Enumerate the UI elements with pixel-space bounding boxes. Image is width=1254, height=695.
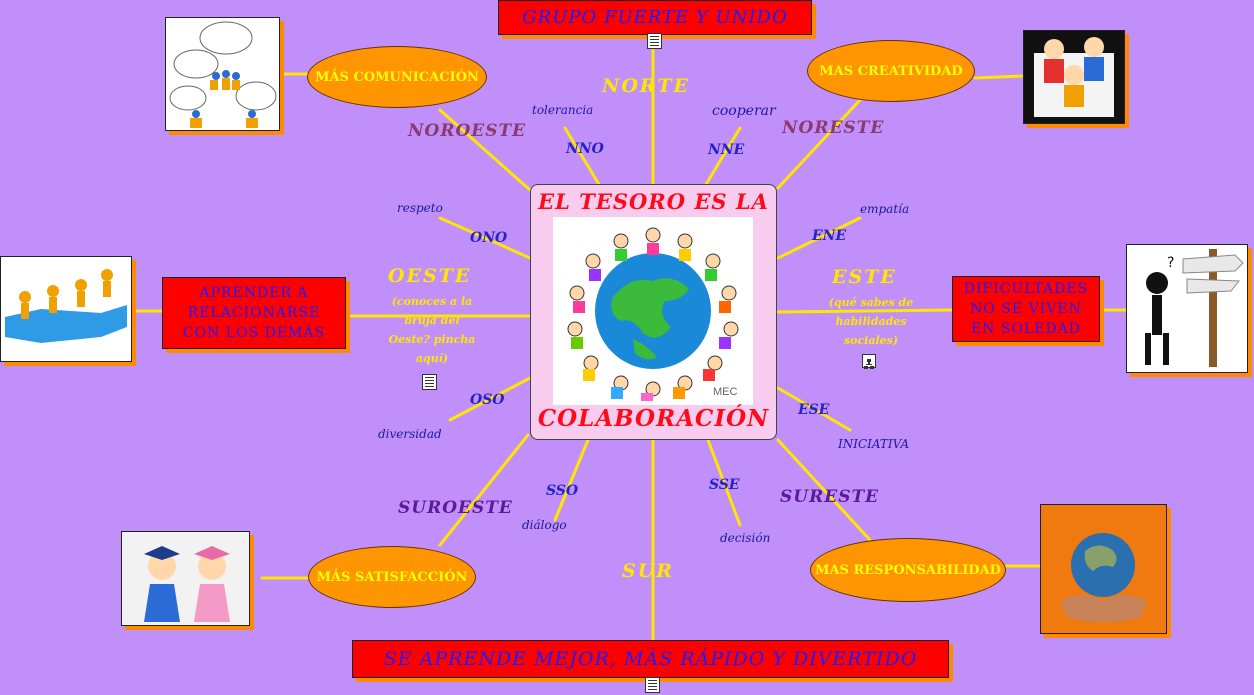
label-sur: SUR [622, 560, 675, 582]
children-around-globe-image: MEC [553, 217, 753, 405]
value-dialogo: diálogo [522, 518, 567, 532]
left-concept-box[interactable]: APRENDER A RELACIONARSE CON LOS DEMÁS [162, 277, 346, 349]
earth-hands-image [1040, 504, 1167, 634]
value-iniciativa: INICIATIVA [838, 437, 910, 451]
label-este[interactable]: ESTE [832, 266, 897, 288]
center-title-top: EL TESORO ES LA [538, 189, 769, 214]
label-norte: NORTE [602, 75, 690, 97]
label-ese: ESE [798, 402, 830, 418]
label-nno: NNO [566, 141, 604, 157]
value-respeto: respeto [397, 201, 443, 215]
value-empatia: empatía [860, 202, 910, 216]
label-sureste: SURESTE [780, 487, 880, 507]
right-concept-box[interactable]: DIFICULTADES NO SE VIVEN EN SOLEDAD [952, 276, 1100, 342]
label-sse: SSE [709, 477, 740, 493]
oval-mas-creatividad[interactable]: MAS CREATIVIDAD [807, 40, 975, 102]
oval-label: MAS CREATIVIDAD [819, 63, 963, 79]
bottom-banner-text: SE APRENDE MEJOR, MÁS RÁPIDO Y DIVERTIDO [383, 648, 918, 670]
oval-mas-satisfaccion[interactable]: MÁS SATISFACCIÓN [308, 546, 476, 608]
value-tolerancia: tolerancia [532, 103, 594, 117]
link-icon[interactable] [862, 354, 876, 369]
note-icon[interactable] [422, 374, 437, 390]
note-icon[interactable] [645, 677, 660, 693]
svg-text:?: ? [1167, 255, 1174, 271]
value-diversidad: diversidad [378, 427, 442, 441]
top-banner-text: GRUPO FUERTE Y UNIDO [522, 7, 788, 28]
bottom-banner[interactable]: SE APRENDE MEJOR, MÁS RÁPIDO Y DIVERTIDO [352, 640, 949, 678]
oval-mas-responsabilidad[interactable]: MAS RESPONSABILIDAD [810, 538, 1006, 602]
oval-label: MÁS COMUNICACIÓN [315, 69, 479, 85]
oval-label: MAS RESPONSABILIDAD [815, 562, 1001, 578]
label-sso: SSO [546, 483, 579, 499]
speech-bubbles-image [165, 17, 280, 131]
oval-label: MÁS SATISFACCIÓN [316, 569, 468, 585]
oval-mas-comunicacion[interactable]: MÁS COMUNICACIÓN [307, 46, 487, 108]
note-icon[interactable] [647, 33, 662, 49]
label-ene: ENE [812, 228, 847, 244]
left-concept-text: APRENDER A RELACIONARSE CON LOS DEMÁS [182, 285, 326, 341]
right-concept-text: DIFICULTADES NO SE VIVEN EN SOLEDAD [963, 281, 1089, 337]
label-noreste: NORESTE [782, 118, 885, 138]
label-nne: NNE [708, 142, 745, 158]
mec-logo-text: MEC [713, 386, 738, 398]
este-note[interactable]: (qué sabes de habilidades sociales) [828, 296, 914, 347]
children-image [1023, 30, 1125, 124]
label-oso: OSO [470, 392, 505, 408]
label-oeste[interactable]: OESTE [388, 265, 472, 287]
oeste-note[interactable]: (conoces a la bruja del Oeste? pincha aq… [388, 295, 476, 365]
center-title-bottom: COLABORACIÓN [537, 405, 770, 432]
thinking-signpost-image: ? [1126, 244, 1248, 373]
label-noroeste: NOROESTE [408, 121, 527, 141]
center-box[interactable]: EL TESORO ES LA MEC COLABORACIÓN [530, 184, 777, 440]
label-suroeste: SUROESTE [398, 498, 513, 518]
teamwork-puzzle-image [0, 256, 132, 362]
value-decision: decisión [720, 531, 771, 545]
top-banner[interactable]: GRUPO FUERTE Y UNIDO [498, 0, 812, 35]
value-cooperar: cooperar [712, 103, 776, 119]
label-ono: ONO [470, 230, 508, 246]
graduates-image [121, 531, 250, 626]
